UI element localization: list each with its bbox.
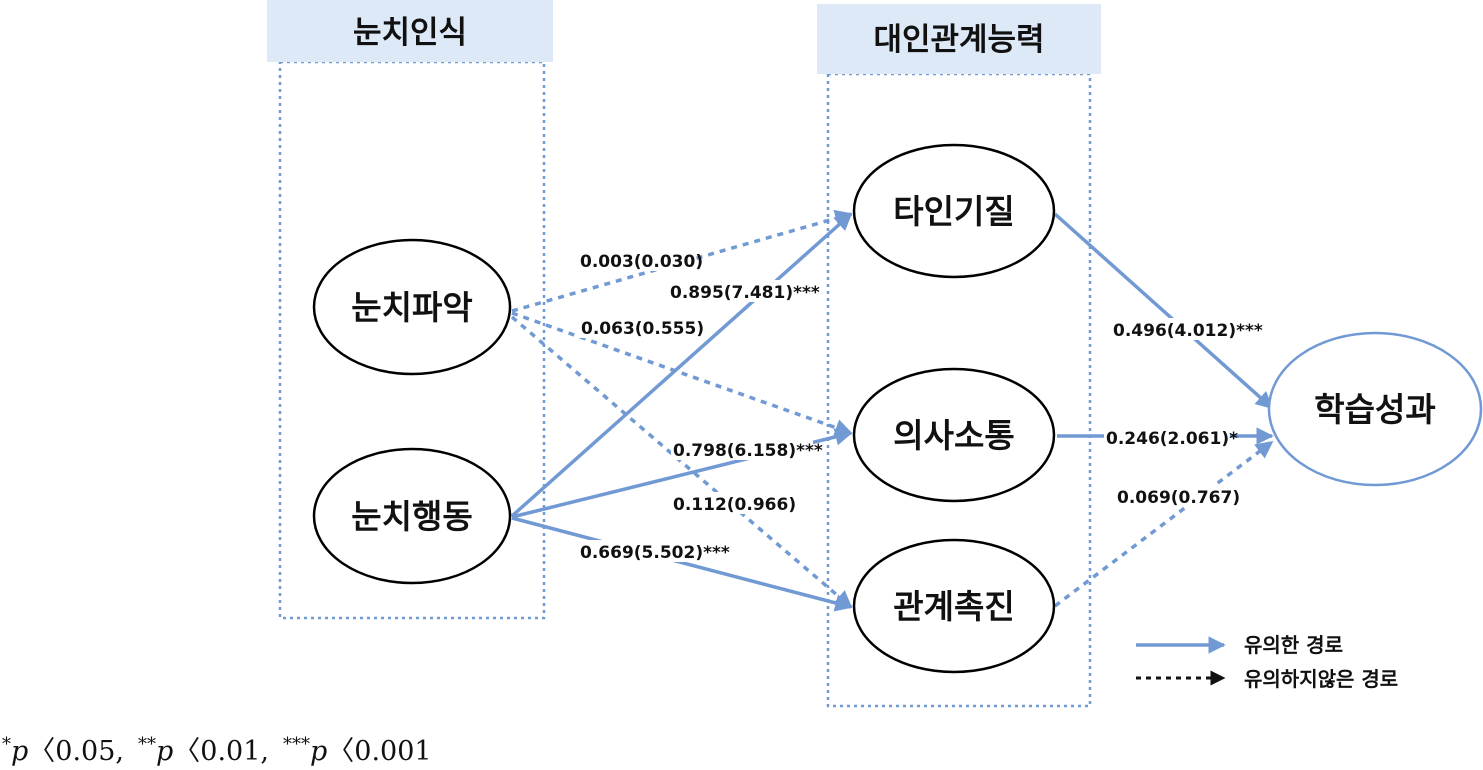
group-perception-box: [278, 60, 546, 620]
label-grasp-to-disposition: 0.003(0.030): [580, 252, 703, 272]
node-grasp: 눈치파악: [312, 238, 512, 376]
node-grasp-label: 눈치파악: [351, 288, 472, 327]
path-disposition-to-outcome: [1053, 212, 1274, 410]
label-behavior-to-facilitation: 0.669(5.502)***: [580, 543, 730, 563]
nodes: 눈치파악 눈치행동 타인기질 의사소통 관계촉진 학습성과: [312, 143, 1483, 674]
label-behavior-to-disposition: 0.895(7.481)***: [670, 283, 820, 303]
significance-footnote: *p〈0.05,**p〈0.01,***p〈0.001: [2, 734, 432, 767]
node-facilitation-label: 관계촉진: [893, 587, 1014, 626]
footnote-star2: **: [138, 734, 156, 755]
label-grasp-to-facilitation: 0.112(0.966): [673, 495, 796, 515]
footnote-p1: p: [11, 736, 28, 767]
paths: [510, 209, 1274, 612]
node-outcome: 학습성과: [1267, 331, 1483, 487]
label-disposition-to-outcome: 0.496(4.012)***: [1113, 321, 1263, 341]
label-facilitation-to-outcome: 0.069(0.767): [1117, 488, 1240, 508]
group-perception-header: [267, 0, 553, 62]
node-facilitation: 관계촉진: [852, 538, 1056, 674]
node-behavior: 눈치행동: [312, 447, 512, 585]
node-outcome-label: 학습성과: [1314, 390, 1435, 429]
legend: 유의한 경로 유의하지않은 경로: [1136, 633, 1398, 691]
footnote-star3: ***: [283, 734, 310, 755]
node-disposition: 타인기질: [852, 143, 1056, 279]
path-grasp-to-disposition: [511, 209, 853, 313]
footnote-rest3: 〈0.001: [327, 736, 431, 767]
group-interpersonal-header: [817, 4, 1101, 74]
node-communication: 의사소통: [852, 367, 1056, 503]
path-behavior-to-facilitation: [511, 516, 853, 612]
footnote-rest1: 〈0.05,: [28, 736, 124, 767]
path-labels: 0.003(0.030) 0.895(7.481)*** 0.063(0.555…: [578, 249, 1263, 563]
node-disposition-label: 타인기질: [893, 192, 1014, 231]
label-communication-to-outcome: 0.246(2.061)*: [1106, 429, 1238, 449]
path-facilitation-to-outcome: [1053, 440, 1274, 608]
footnote-p3: p: [310, 736, 327, 767]
group-interpersonal-title: 대인관계능력: [873, 22, 1044, 58]
group-interpersonal-box: [826, 72, 1092, 708]
footnote-p2: p: [156, 736, 173, 767]
label-behavior-to-communication: 0.798(6.158)***: [673, 441, 823, 461]
label-grasp-to-communication: 0.063(0.555): [581, 319, 704, 339]
node-behavior-label: 눈치행동: [351, 497, 472, 536]
path-grasp-to-facilitation: [510, 315, 853, 609]
node-communication-label: 의사소통: [893, 416, 1014, 455]
path-behavior-to-disposition: [510, 212, 853, 518]
group-interpersonal: 대인관계능력: [817, 4, 1101, 708]
legend-significant-label: 유의한 경로: [1244, 633, 1343, 657]
group-perception-title: 눈치인식: [353, 15, 467, 51]
footnote-star1: *: [2, 734, 11, 755]
group-perception: 눈치인식: [267, 0, 553, 620]
legend-not-significant-label: 유의하지않은 경로: [1244, 667, 1398, 691]
footnote-rest2: 〈0.01,: [173, 736, 269, 767]
